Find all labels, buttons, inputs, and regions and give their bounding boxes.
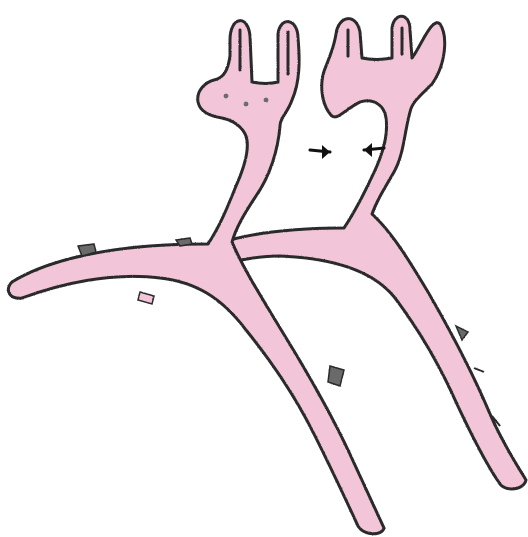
- right-shading-mark-2: [474, 368, 484, 372]
- left-head-dot-3: [264, 98, 269, 103]
- left-shading-mark-3: [138, 292, 154, 304]
- left-shading-mark-2: [176, 238, 192, 246]
- right-shading-mark-1: [456, 326, 468, 340]
- annotation-arrows: [310, 143, 384, 159]
- arrow-right: [310, 145, 330, 159]
- left-head-dot-2: [244, 102, 249, 107]
- left-head-dot-1: [224, 94, 229, 99]
- left-shading-mark-4: [328, 366, 344, 386]
